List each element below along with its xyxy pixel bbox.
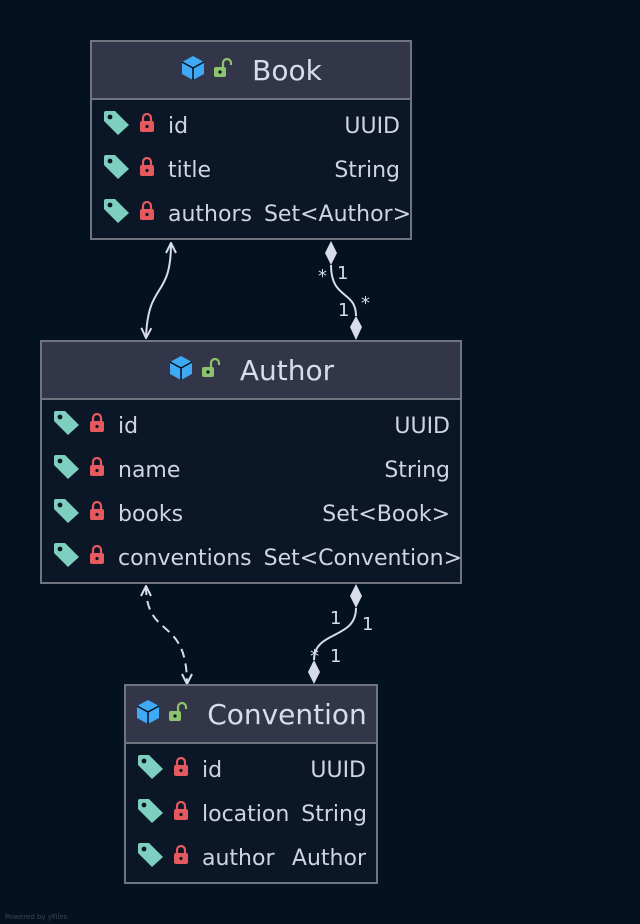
attribute-name: conventions bbox=[118, 545, 252, 571]
entity-header: Convention bbox=[126, 686, 376, 744]
attribute-name: name bbox=[118, 457, 181, 483]
tag-icon bbox=[102, 154, 130, 186]
unlock-icon bbox=[212, 57, 234, 83]
edge-author-convention-composition[interactable] bbox=[313, 607, 357, 661]
attribute-type: Set<Book> bbox=[322, 501, 450, 527]
lock-icon bbox=[172, 800, 190, 827]
attribute-type: String bbox=[334, 157, 400, 183]
entity-title: Convention bbox=[207, 697, 367, 731]
attribute-name: title bbox=[168, 157, 212, 183]
lock-icon bbox=[88, 412, 106, 439]
attribute-row[interactable]: name String bbox=[42, 448, 460, 492]
diamond-book-end bbox=[325, 241, 337, 265]
attribute-row[interactable]: title String bbox=[92, 148, 410, 192]
edge-author-convention-association[interactable] bbox=[146, 586, 187, 684]
attribute-row[interactable]: author Author bbox=[126, 836, 376, 880]
diamond-author-end bbox=[350, 316, 362, 340]
attribute-name: author bbox=[202, 845, 275, 871]
mult-author-one-a: 1 bbox=[330, 608, 341, 629]
attribute-row[interactable]: id UUID bbox=[126, 748, 376, 792]
lock-icon bbox=[88, 456, 106, 483]
tag-icon bbox=[102, 110, 130, 142]
entity-author[interactable]: Author id UUID name String books Set<Boo… bbox=[40, 340, 462, 584]
attribute-name: id bbox=[118, 413, 139, 439]
tag-icon bbox=[102, 198, 130, 230]
mult-convention-one: 1 bbox=[330, 646, 341, 667]
tag-icon bbox=[52, 454, 80, 486]
mult-author-one: 1 bbox=[338, 300, 349, 321]
attribute-type: Author bbox=[291, 845, 366, 871]
diamond-author-end-2 bbox=[350, 584, 362, 608]
unlock-icon bbox=[200, 357, 222, 383]
class-icon bbox=[168, 355, 194, 385]
entity-book[interactable]: Book id UUID title String authors Set<Au… bbox=[90, 40, 412, 240]
attribute-name: books bbox=[118, 501, 184, 527]
attribute-type: UUID bbox=[394, 413, 450, 439]
mult-book-one: 1 bbox=[337, 263, 348, 284]
lock-icon bbox=[138, 156, 156, 183]
unlock-icon bbox=[167, 701, 189, 727]
lock-icon bbox=[138, 200, 156, 227]
class-icon bbox=[135, 699, 161, 729]
lock-icon bbox=[88, 544, 106, 571]
tag-icon bbox=[52, 410, 80, 442]
diamond-convention-end bbox=[308, 660, 320, 684]
attribute-row[interactable]: books Set<Book> bbox=[42, 492, 460, 536]
attribute-row[interactable]: id UUID bbox=[42, 404, 460, 448]
tag-icon bbox=[136, 798, 164, 830]
mult-book-star: * bbox=[318, 266, 327, 287]
tag-icon bbox=[136, 754, 164, 786]
attribute-name: id bbox=[168, 113, 189, 139]
attribute-type: Set<Convention> bbox=[263, 545, 463, 571]
mult-author-one-b: 1 bbox=[362, 614, 373, 635]
attribute-name: id bbox=[202, 757, 223, 783]
attribute-list: id UUID name String books Set<Book> conv… bbox=[42, 400, 463, 580]
edge-book-author-composition[interactable] bbox=[330, 264, 357, 317]
attribute-type: Set<Author> bbox=[263, 201, 412, 227]
attribute-row[interactable]: location String bbox=[126, 792, 376, 836]
powered-by-footer: Powered by yFiles bbox=[5, 913, 68, 921]
entity-convention[interactable]: Convention id UUID location String autho… bbox=[124, 684, 378, 884]
tag-icon bbox=[136, 842, 164, 874]
class-icon bbox=[180, 55, 206, 85]
attribute-type: String bbox=[301, 801, 367, 827]
lock-icon bbox=[138, 112, 156, 139]
tag-icon bbox=[52, 542, 80, 574]
attribute-row[interactable]: authors Set<Author> bbox=[92, 192, 412, 236]
attribute-type: String bbox=[384, 457, 450, 483]
entity-title: Author bbox=[239, 353, 335, 387]
attribute-row[interactable]: id UUID bbox=[92, 104, 410, 148]
attribute-name: authors bbox=[168, 201, 252, 227]
mult-convention-star: * bbox=[310, 646, 319, 667]
lock-icon bbox=[172, 756, 190, 783]
attribute-row[interactable]: conventions Set<Convention> bbox=[42, 536, 463, 580]
lock-icon bbox=[172, 844, 190, 871]
mult-author-star: * bbox=[361, 293, 370, 314]
attribute-type: UUID bbox=[310, 757, 366, 783]
edge-book-author-association[interactable] bbox=[146, 243, 171, 338]
entity-header: Book bbox=[92, 42, 410, 100]
lock-icon bbox=[88, 500, 106, 527]
attribute-type: UUID bbox=[344, 113, 400, 139]
entity-title: Book bbox=[252, 53, 322, 87]
attribute-list: id UUID title String authors Set<Author> bbox=[92, 100, 412, 236]
entity-header: Author bbox=[42, 342, 460, 400]
attribute-list: id UUID location String author Author bbox=[126, 744, 376, 880]
tag-icon bbox=[52, 498, 80, 530]
attribute-name: location bbox=[202, 801, 290, 827]
